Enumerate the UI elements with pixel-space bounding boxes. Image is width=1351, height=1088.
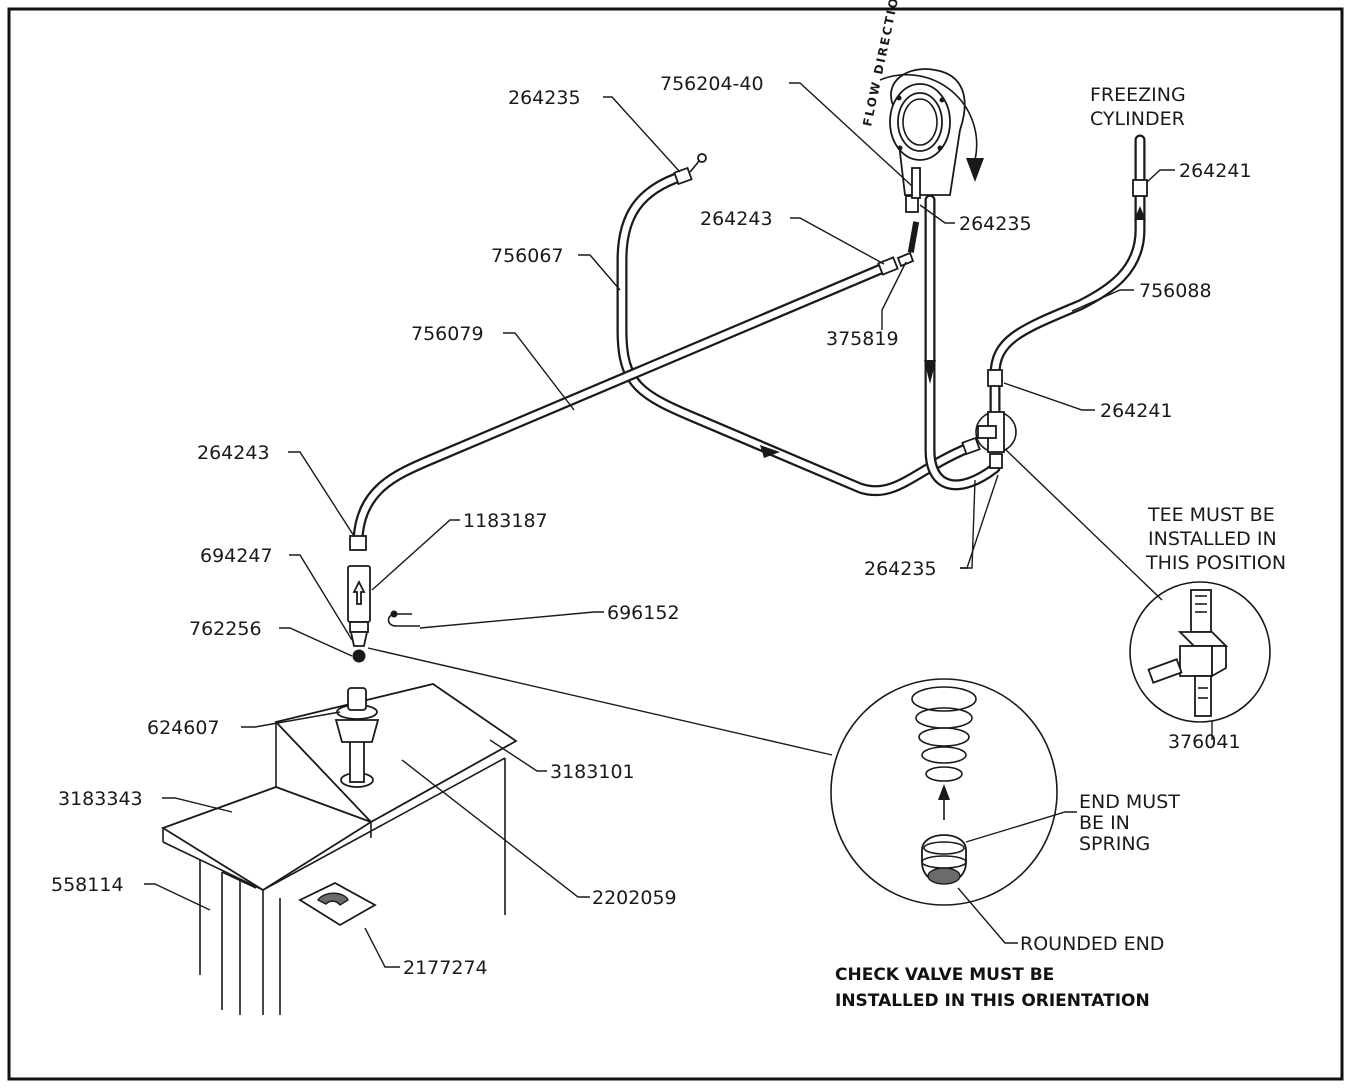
label-264235-bottom: 264235 — [864, 558, 937, 580]
label-756079: 756079 — [411, 323, 484, 345]
label-264243-top: 264243 — [700, 208, 773, 230]
label-264243-left: 264243 — [197, 442, 270, 464]
label-tee-note-2: INSTALLED IN — [1148, 528, 1277, 550]
tube-756088 — [989, 134, 1146, 421]
label-756088: 756088 — [1139, 280, 1212, 302]
tube-756067 — [616, 170, 974, 497]
flow-arrow-up — [1134, 206, 1146, 220]
label-696152: 696152 — [607, 602, 680, 624]
lid-assembly — [160, 683, 518, 1015]
tube-756079 — [352, 260, 894, 546]
fittings — [349, 153, 1148, 551]
label-2202059: 2202059 — [592, 887, 677, 909]
label-762256: 762256 — [189, 618, 262, 640]
label-756204-40: 756204-40 — [660, 73, 764, 95]
label-376041: 376041 — [1168, 731, 1241, 753]
label-rounded-end: ROUNDED END — [1020, 933, 1164, 955]
diagram-border — [7, 7, 1344, 1081]
label-264241-top: 264241 — [1179, 160, 1252, 182]
label-694247: 694247 — [200, 545, 273, 567]
label-end-note-2: BE IN — [1079, 812, 1130, 834]
tee-detail-circle — [1005, 449, 1271, 723]
label-tee-note-3: THIS POSITION — [1145, 552, 1286, 574]
check-valve-detail-circle — [367, 647, 1058, 906]
label-375819: 375819 — [826, 328, 899, 350]
label-264235-pump: 264235 — [959, 213, 1032, 235]
flow-arrow-down — [924, 360, 936, 384]
flow-arrow-left-tube — [760, 445, 780, 458]
label-264241-mid: 264241 — [1100, 400, 1173, 422]
part-labels: 264235 756204-40 FREEZING CYLINDER 26424… — [51, 73, 1286, 1011]
label-tee-note-1: TEE MUST BE — [1147, 504, 1275, 526]
label-1183187: 1183187 — [463, 510, 548, 532]
pump-icon — [879, 68, 984, 199]
check-valve-note-line2: INSTALLED IN THIS ORIENTATION — [835, 991, 1150, 1011]
leader-lines — [144, 82, 1213, 968]
label-264235-top: 264235 — [508, 87, 581, 109]
label-freezing: FREEZING — [1090, 84, 1186, 106]
label-2177274: 2177274 — [403, 957, 488, 979]
label-756067: 756067 — [491, 245, 564, 267]
tee-fitting — [975, 411, 1017, 453]
check-valve-note-line1: CHECK VALVE MUST BE — [835, 965, 1054, 985]
label-end-note-3: SPRING — [1079, 833, 1150, 855]
check-valve-assembly — [347, 565, 420, 663]
label-cylinder: CYLINDER — [1090, 108, 1185, 130]
label-end-note-1: END MUST — [1079, 791, 1180, 813]
label-624607: 624607 — [147, 717, 220, 739]
label-3183343: 3183343 — [58, 788, 143, 810]
tube-pump-outlet — [924, 194, 1001, 491]
label-558114: 558114 — [51, 874, 124, 896]
label-3183101: 3183101 — [550, 761, 635, 783]
ball-762256 — [352, 649, 366, 663]
